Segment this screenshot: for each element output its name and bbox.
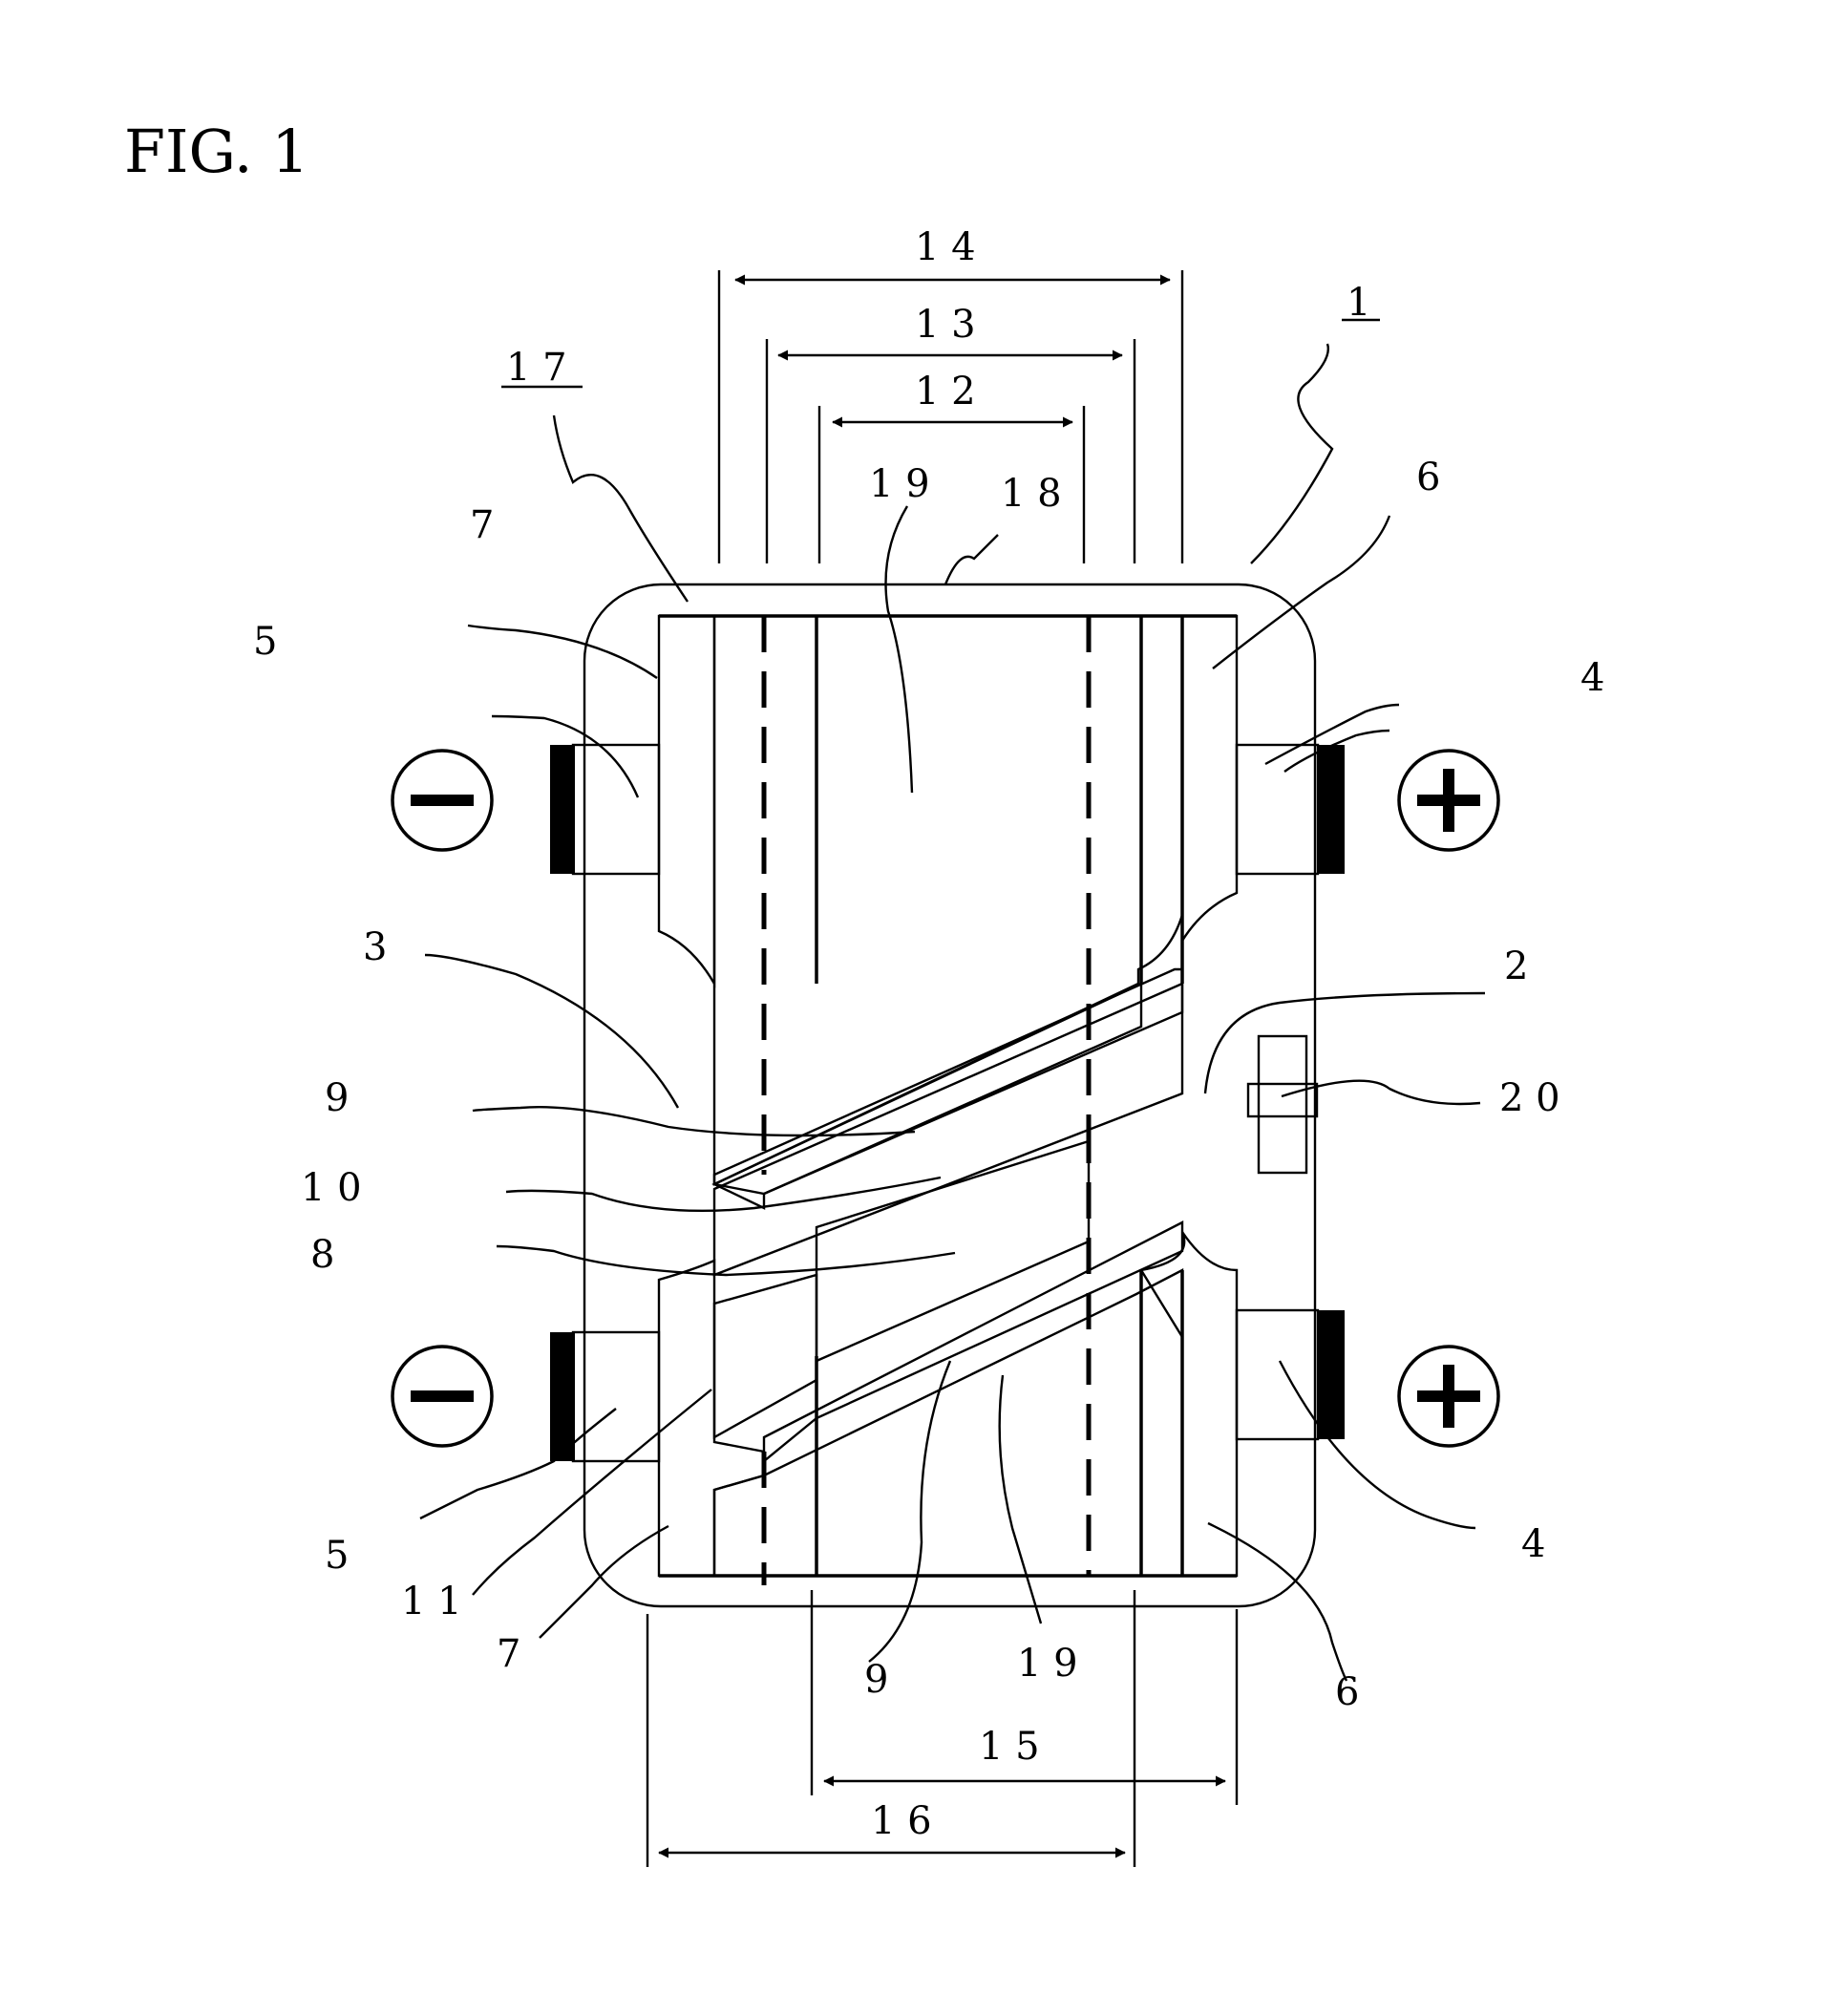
positive-collector-top	[1182, 616, 1237, 941]
label-16: 1 6	[871, 1799, 932, 1843]
label-20: 2 0	[1499, 1076, 1560, 1120]
lower-electrode-stack	[659, 616, 1237, 1585]
label-4-top: 4	[1580, 656, 1604, 700]
positive-tab-bottom-cap	[1318, 1310, 1345, 1439]
label-1: 1	[1347, 281, 1370, 325]
layer-11-wedge	[714, 1275, 817, 1437]
label-5-bottom: 5	[325, 1534, 349, 1578]
negative-tab-top	[573, 745, 659, 874]
positive-tab-bottom	[1237, 1310, 1318, 1439]
label-7-top: 7	[470, 503, 494, 547]
layer-8-striped	[817, 1141, 1089, 1361]
minus-symbol-bottom	[392, 1347, 492, 1446]
leader-lines	[420, 320, 1485, 1681]
label-6-top: 6	[1416, 456, 1440, 499]
label-3: 3	[363, 925, 387, 969]
label-19-top: 1 9	[869, 462, 930, 506]
layer-9-lower	[764, 1222, 1182, 1461]
layer-10-dotted-b	[714, 984, 1182, 1275]
negative-tab-bottom-cap	[550, 1332, 575, 1461]
label-9-left: 9	[325, 1076, 349, 1120]
label-6-bottom: 6	[1335, 1670, 1359, 1714]
negative-collector-top	[659, 616, 714, 984]
label-13: 1 3	[915, 303, 976, 347]
label-12: 1 2	[915, 370, 976, 414]
terminal-tabs	[550, 745, 1345, 1461]
label-9-bottom: 9	[864, 1658, 888, 1702]
label-17: 1 7	[506, 346, 567, 390]
active-layer-top	[714, 616, 1182, 1184]
label-19-bottom: 1 9	[1017, 1642, 1078, 1686]
label-14: 1 4	[915, 225, 976, 269]
plus-symbol-top	[1399, 751, 1498, 850]
label-10: 1 0	[301, 1166, 362, 1210]
minus-symbol-top	[392, 751, 492, 850]
label-7-bottom: 7	[497, 1632, 520, 1676]
label-8: 8	[310, 1233, 334, 1277]
battery-casing	[584, 584, 1315, 1606]
dimension-lines-bottom	[647, 1590, 1237, 1867]
label-11: 1 1	[401, 1580, 462, 1623]
label-5-top: 5	[253, 620, 277, 664]
label-18: 1 8	[1001, 472, 1062, 516]
positive-tab-top	[1237, 745, 1318, 874]
upper-electrode-stack	[659, 616, 1237, 1184]
layer-10-dotted	[714, 969, 1182, 1194]
negative-tab-top-cap	[550, 745, 575, 874]
diagonal-layers	[714, 969, 1182, 1461]
component-20	[1248, 1036, 1317, 1173]
label-15: 1 5	[979, 1725, 1040, 1769]
figure-title: FIG. 1	[124, 117, 309, 186]
plus-symbol-bottom	[1399, 1347, 1498, 1446]
positive-tab-top-cap	[1318, 745, 1345, 874]
active-layer-bottom	[714, 1270, 1182, 1576]
label-4-bottom: 4	[1521, 1522, 1545, 1566]
label-2: 2	[1504, 944, 1528, 988]
